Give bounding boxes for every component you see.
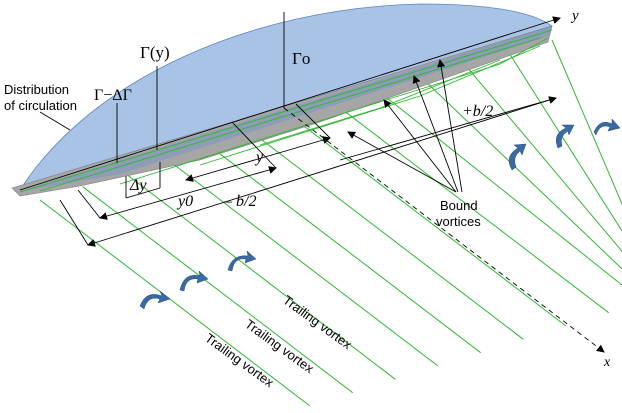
- swirl-arrow-5: [556, 124, 575, 149]
- swirl-arrow-2: [179, 270, 209, 292]
- bound-vortices-label-line2: vortices: [436, 214, 481, 229]
- swirl-arrows: [139, 118, 621, 310]
- trailing-vortex-line: [466, 66, 622, 253]
- trailing-vortex-line: [508, 53, 622, 232]
- x-axis-label: x: [603, 355, 611, 370]
- gamma-o-label: Γo: [292, 49, 310, 68]
- trailing-vortex-line: [551, 39, 622, 206]
- swirl-arrow-6: [593, 118, 621, 136]
- trailing-vortex-label-1: Trailing vortex: [280, 292, 355, 352]
- trailing-vortex-line: [295, 119, 567, 327]
- plus-b2-label: +b/2: [462, 103, 493, 120]
- distribution-pointer: [39, 111, 71, 131]
- dimension-lines: [59, 96, 557, 247]
- distribution-label: Distribution: [4, 82, 69, 97]
- swirl-arrow-3: [227, 250, 257, 272]
- trailing-vortex-line: [423, 79, 622, 270]
- gamma-minus-label: Γ−ΔΓ: [94, 87, 132, 104]
- trailing-vortex-line: [125, 172, 396, 380]
- trailing-vortex-line: [381, 92, 622, 286]
- y-axis-label: y: [570, 8, 579, 24]
- gamma-y-label: Γ(y): [140, 43, 170, 62]
- swirl-arrow-4: [508, 143, 527, 171]
- y-dimension-label: y: [254, 149, 264, 166]
- bound-vortex-pointers: [347, 59, 463, 193]
- x-axis-line: [283, 107, 605, 353]
- minus-b2-label: – b/2: [223, 193, 256, 210]
- trailing-vortex-line: [39, 199, 311, 407]
- distribution-label-line2: of circulation: [4, 98, 77, 113]
- y0-label: y0: [176, 193, 193, 210]
- swirl-arrow-1: [139, 290, 171, 310]
- bound-vortices-label: Bound: [440, 198, 478, 213]
- delta-y-label: Δy: [129, 177, 147, 194]
